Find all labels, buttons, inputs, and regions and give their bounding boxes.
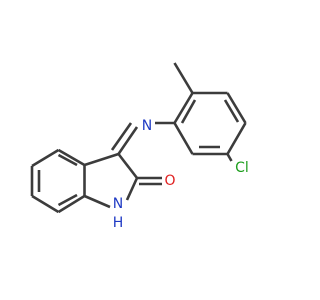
oxygen-label: O <box>164 173 175 189</box>
atom-labels: N Cl O N H <box>113 118 249 231</box>
bond-benz-double-3 <box>57 193 78 207</box>
indolinone-bonds <box>30 148 162 214</box>
bond-benz-5 <box>57 194 86 214</box>
molecule-structure-diagram: N Cl O N H <box>30 62 249 231</box>
bond-ring-c3-c4 <box>226 122 247 155</box>
nh-hydrogen-label: H <box>113 215 124 231</box>
bond-n1-c7a <box>83 194 111 209</box>
imine-bonds <box>110 121 175 155</box>
bond-ring-double-1 <box>223 99 240 123</box>
bond-c-n-double-a <box>117 126 139 155</box>
bond-c-cl <box>226 153 233 162</box>
bond-benz-double-1 <box>57 153 78 167</box>
nh-nitrogen-label: N <box>113 196 123 212</box>
bond-c2-n1 <box>125 177 139 201</box>
chlorine-label: Cl <box>235 160 249 176</box>
bond-c-n-double-b <box>110 122 133 151</box>
bond-c3-c2 <box>117 153 139 179</box>
bond-ring-double-3 <box>180 99 197 124</box>
bond-benz-1 <box>57 148 86 167</box>
bond-ring-c5-c6 <box>173 122 194 155</box>
bond-ring-c6-c1 <box>173 92 194 124</box>
bond-benz-4 <box>31 194 60 214</box>
bond-methyl <box>173 62 194 94</box>
bond-benz-2 <box>31 148 60 168</box>
bond-c3a-c3 <box>84 152 119 167</box>
imine-nitrogen-label: N <box>142 118 152 134</box>
aryl-ring-bonds <box>173 62 247 162</box>
bond-ring-c2-c3 <box>226 92 247 124</box>
